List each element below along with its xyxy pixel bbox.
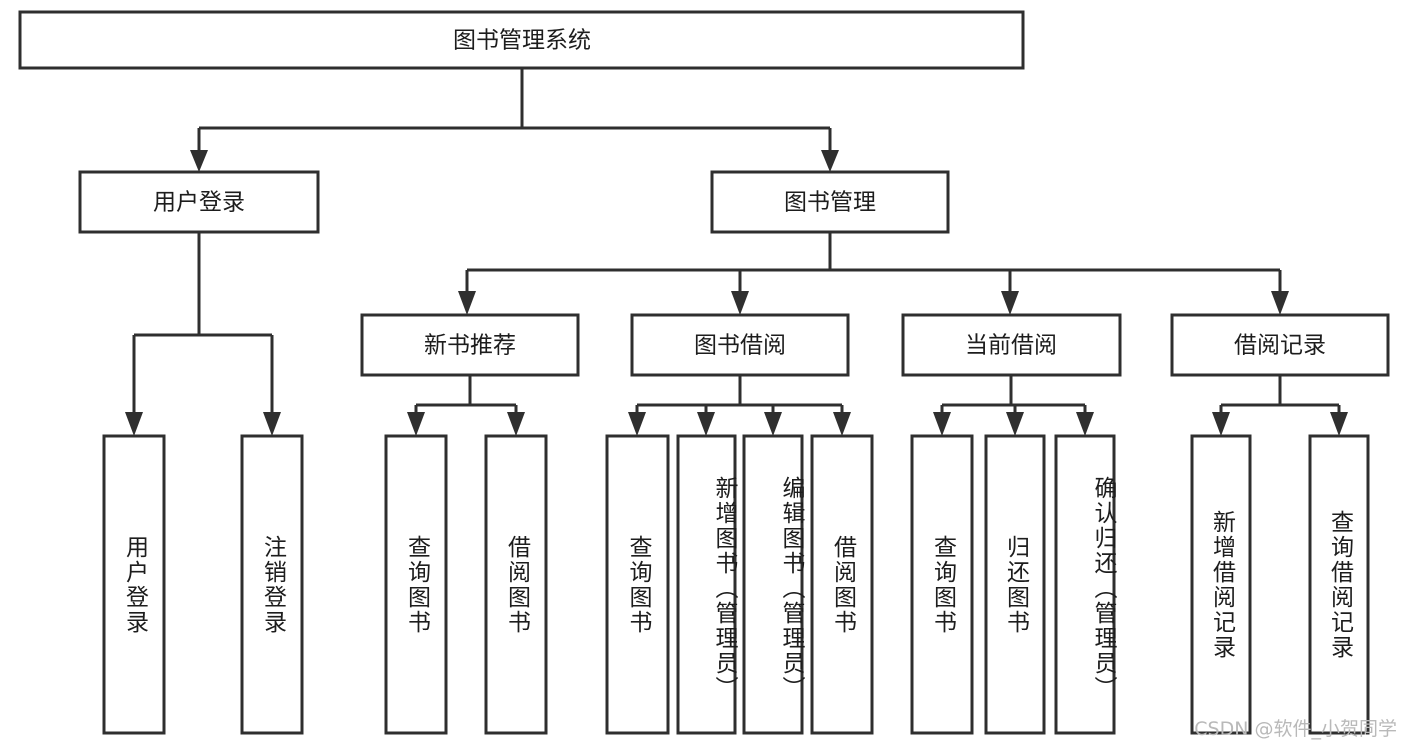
node-leaf-add-book-admin-rect[interactable] [676,434,737,735]
node-leaf-user-login-rect[interactable] [102,434,166,735]
node-book-manage[interactable]: 图书管理 [710,170,950,234]
node-borrow-record-label: 借阅记录 [1234,333,1326,359]
arrow-head-user-login [190,150,208,172]
node-leaf-query-borrow-record-rect[interactable] [1308,434,1370,735]
arrow-head-leaf-return-book [1006,412,1024,436]
connector-group-book-borrow-children [628,375,851,436]
node-leaf-query-book-borrow-rect[interactable] [605,434,670,735]
node-book-borrow-label: 图书借阅 [694,333,786,359]
arrow-head-current-borrow [1001,291,1019,315]
arrow-head-leaf-confirm-return-admin [1076,412,1094,436]
node-borrow-record[interactable]: 借阅记录 [1170,313,1390,377]
node-book-borrow[interactable]: 图书借阅 [630,313,850,377]
node-user-login[interactable]: 用户登录 [78,170,320,234]
node-current-borrow[interactable]: 当前借阅 [901,313,1122,377]
node-book-borrow-rect[interactable] [630,313,850,377]
arrow-head-borrow-record [1271,291,1289,315]
node-leaf-query-book-rec-rect[interactable] [384,434,448,735]
csdn-watermark: CSDN @软件_小贺同学 [1194,718,1397,740]
node-user-login-label: 用户登录 [153,190,245,216]
arrow-head-book-borrow [731,291,749,315]
arrow-head-leaf-user-logout [263,412,281,436]
node-leaf-return-book-rect[interactable] [984,434,1046,735]
node-leaf-borrow-book-rect[interactable] [810,434,874,735]
node-leaf-edit-book-admin-rect[interactable] [742,434,804,735]
node-current-borrow-label: 当前借阅 [965,333,1057,359]
arrow-head-leaf-edit-book-admin [764,412,782,436]
node-leaf-borrow-book-rec-rect[interactable] [484,434,548,735]
arrow-head-leaf-query-book-borrow [628,412,646,436]
arrow-head-leaf-add-borrow-record [1212,412,1230,436]
connector-group-current-borrow-children [933,375,1094,436]
node-leaf-query-book-current-rect[interactable] [910,434,974,735]
arrow-head-book-manage [821,150,839,172]
node-borrow-record-rect[interactable] [1170,313,1390,377]
node-leaf-user-logout-rect[interactable] [240,434,304,735]
node-root[interactable]: 图书管理系统 [18,10,1025,70]
connector-group-user-login-children [125,232,281,436]
node-root-rect[interactable] [18,10,1025,70]
node-root-label: 图书管理系统 [453,28,591,54]
arrow-head-leaf-user-login [125,412,143,436]
node-new-book-recommend-label: 新书推荐 [424,333,516,359]
connector-group-root-to-level2 [190,68,839,172]
node-leaf-confirm-return-admin-rect[interactable] [1054,434,1116,735]
node-new-book-recommend[interactable]: 新书推荐 [360,313,580,377]
node-book-manage-rect[interactable] [710,170,950,234]
arrow-head-leaf-borrow-book [833,412,851,436]
arrow-head-leaf-add-book-admin [697,412,715,436]
node-new-book-recommend-rect[interactable] [360,313,580,377]
arrow-head-leaf-query-borrow-record [1330,412,1348,436]
node-user-login-rect[interactable] [78,170,320,234]
node-book-manage-label: 图书管理 [784,190,876,216]
arrow-head-new-book-recommend [458,291,476,315]
connector-group-borrow-record-children [1212,375,1348,436]
connector-group-book-manage-children [458,232,1289,315]
arrow-head-leaf-borrow-book-rec [507,412,525,436]
arrow-head-leaf-query-book-rec [407,412,425,436]
node-leaf-add-borrow-record-rect[interactable] [1190,434,1252,735]
arrow-head-leaf-query-book-current [933,412,951,436]
connector-group-new-book-recommend-children [407,375,525,436]
node-current-borrow-rect[interactable] [901,313,1122,377]
